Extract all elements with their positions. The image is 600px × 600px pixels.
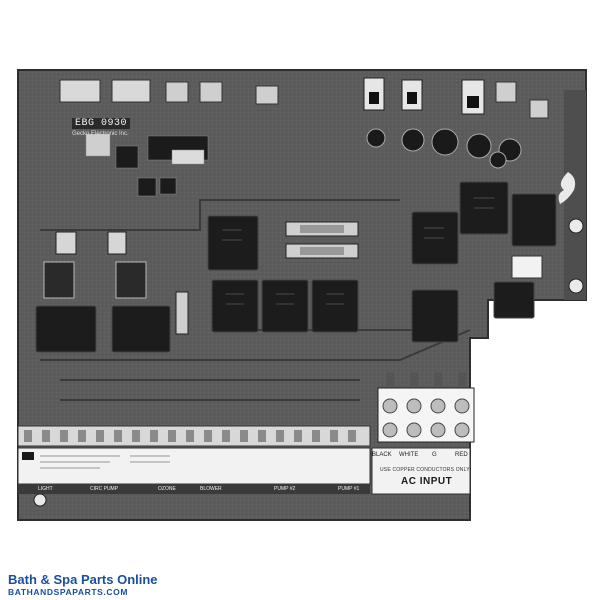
part-number-label: EBG 0930 xyxy=(72,118,131,129)
wire-label-red: RED xyxy=(455,452,468,458)
mounting-holes xyxy=(33,218,584,507)
output-terminal-strip xyxy=(17,425,371,447)
brand-url[interactable]: BATHANDSPAPARTS.COM xyxy=(8,587,129,597)
ac-input-terminal-block xyxy=(377,372,475,443)
regulators xyxy=(363,77,485,115)
wire-label-white: WHITE xyxy=(399,452,419,458)
right-edge xyxy=(564,90,586,300)
output-label-light: LIGHT xyxy=(38,486,53,492)
capacitors xyxy=(366,128,522,169)
top-connectors xyxy=(59,79,549,119)
output-label-circ-pump: CIRC PUMP xyxy=(90,486,119,492)
relays xyxy=(35,181,557,353)
copper-conductors-note: USE COPPER CONDUCTORS ONLY xyxy=(380,467,470,473)
ac-label-panel xyxy=(371,447,471,495)
output-label-pump-1: PUMP #1 xyxy=(338,486,360,492)
brand-name: Bath & Spa Parts Online xyxy=(8,572,158,587)
wire-label-black: BLACK xyxy=(372,452,392,458)
fuses xyxy=(43,221,359,335)
output-label-ozone: OZONE xyxy=(158,486,176,492)
output-label-band xyxy=(18,484,370,494)
wire-label-ground: G xyxy=(432,452,437,458)
ic-chips xyxy=(85,133,209,197)
output-labels: LIGHT CIRC PUMP OZONE BLOWER PUMP #2 PUM… xyxy=(18,484,374,494)
sticker xyxy=(511,255,543,279)
ac-input-title: AC INPUT xyxy=(401,476,453,487)
output-label-pump-2: PUMP #2 xyxy=(274,486,296,492)
spec-label-panel xyxy=(17,447,371,485)
manufacturer-label: Gecko Electronic Inc. xyxy=(72,131,129,137)
gecko-logo xyxy=(558,172,576,204)
output-label-blower: BLOWER xyxy=(200,486,222,492)
